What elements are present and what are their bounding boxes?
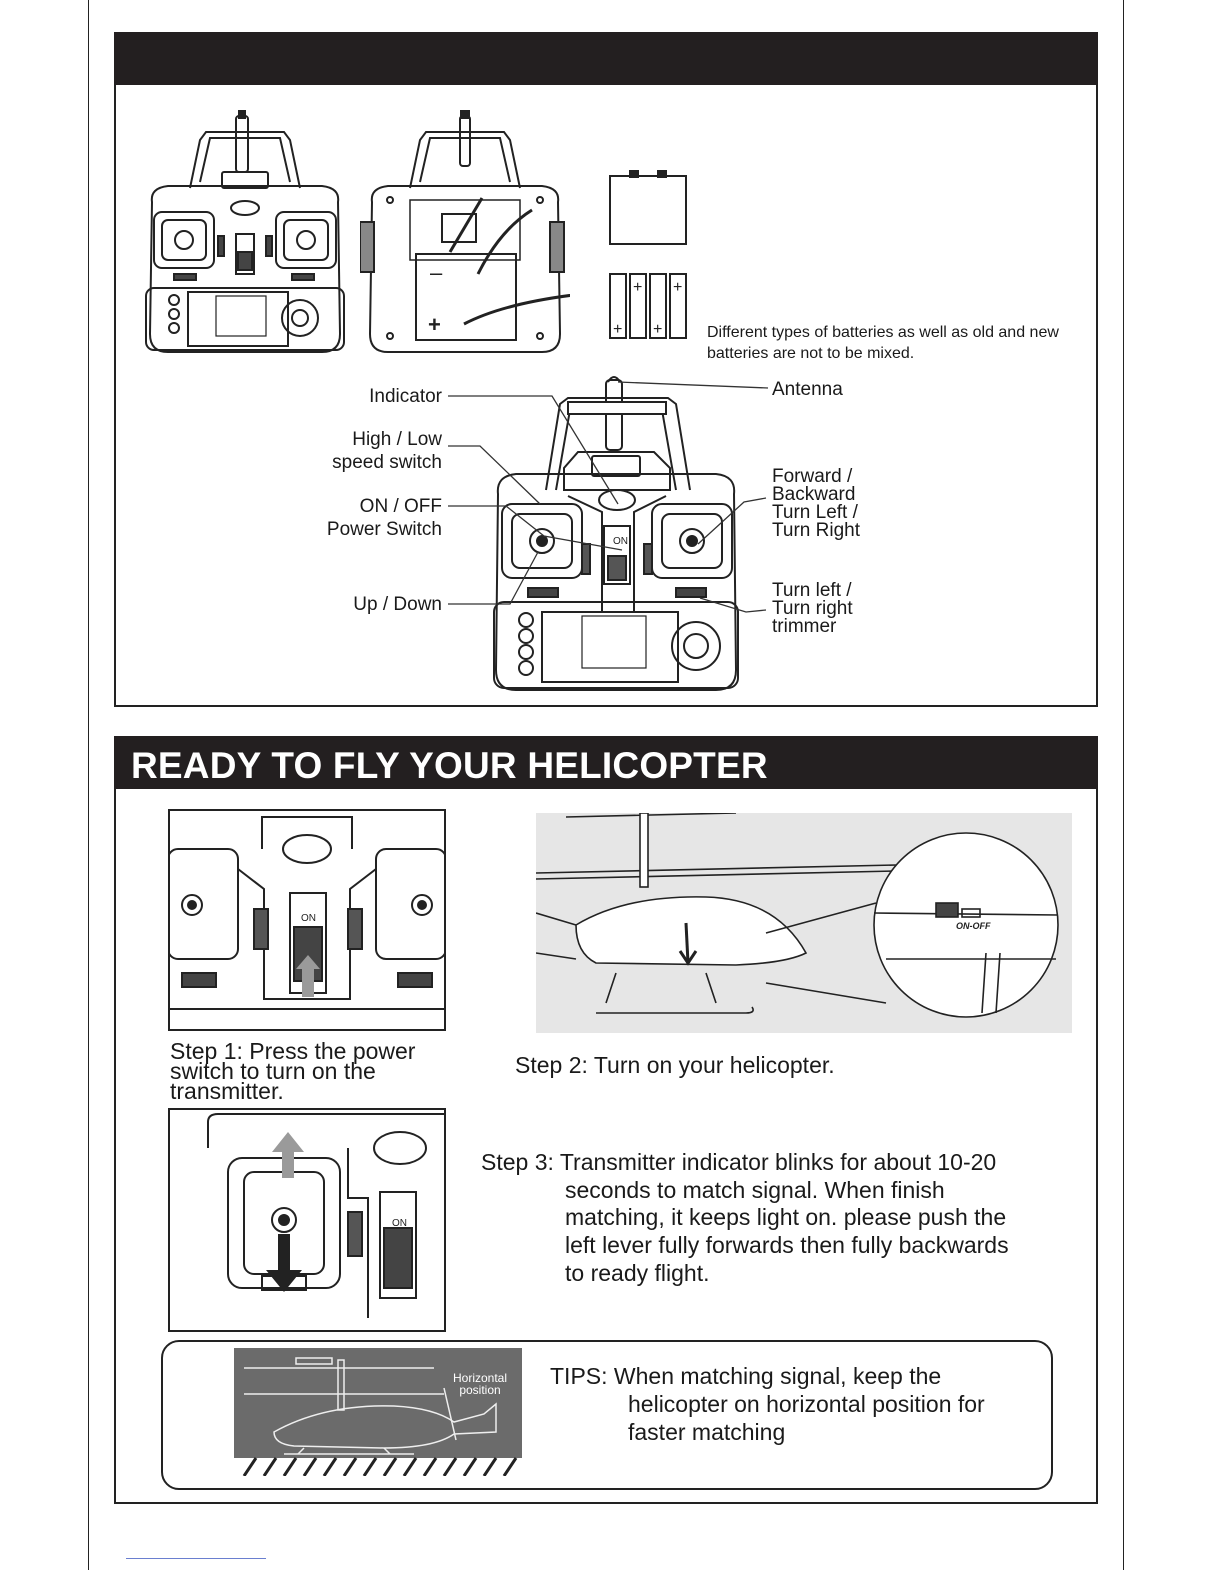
svg-text:–: – <box>430 260 443 285</box>
step3-text-line2: seconds to match signal. When finish <box>565 1177 945 1203</box>
transmitter-labeled-illustration: ON <box>493 376 739 691</box>
label-forward-4: Turn Right <box>772 520 860 541</box>
switch-on-label: ON <box>301 913 316 924</box>
tips-image-label-1: Horizontal <box>453 1371 507 1385</box>
label-forward-1: Forward / <box>772 466 853 487</box>
tips-text-line3: faster matching <box>628 1419 786 1445</box>
heli-onoff-label: ON-OFF <box>956 921 991 931</box>
battery-9v-illustration <box>609 170 687 245</box>
controls-section-header <box>114 32 1098 85</box>
step3-text-line4: left lever fully forwards then fully bac… <box>565 1232 1009 1258</box>
label-power-1: ON / OFF <box>359 496 442 517</box>
aa-batteries-illustration: + + + + <box>609 273 687 339</box>
step3-text-line5: to ready flight. <box>565 1260 710 1286</box>
step3-left-lever-illustration: ON <box>168 1108 446 1332</box>
svg-text:+: + <box>653 321 662 338</box>
tips-box <box>161 1340 1053 1490</box>
step2-helicopter-illustration: ON-OFF <box>536 813 1072 1033</box>
label-forward-2: Backward <box>772 484 856 505</box>
battery-warning-line1: Different types of batteries as well as … <box>707 324 1059 341</box>
svg-text:ON: ON <box>613 536 628 547</box>
label-high-low-1: High / Low <box>352 429 442 450</box>
tips-text-line2: helicopter on horizontal position for <box>628 1391 985 1417</box>
step1-text-line1: Step 1: Press the power <box>170 1038 416 1064</box>
tips-horizontal-helicopter-illustration: Horizontal position <box>234 1348 522 1476</box>
svg-text:+: + <box>428 312 441 337</box>
svg-text:+: + <box>633 279 642 296</box>
ready-section-header <box>114 736 1098 789</box>
label-up-down: Up / Down <box>353 594 442 615</box>
label-power-2: Power Switch <box>326 519 442 540</box>
tips-text-line1: TIPS: When matching signal, keep the <box>550 1363 942 1389</box>
page-border <box>88 0 1124 1570</box>
svg-text:+: + <box>673 279 682 296</box>
transmitter-back-illustration: – + <box>360 110 570 353</box>
label-indicator: Indicator <box>369 386 442 407</box>
label-trim-3: trimmer <box>772 616 837 637</box>
step3-text-line1: Step 3: Transmitter indicator blinks for… <box>481 1149 997 1175</box>
label-forward-3: Turn Left / <box>772 502 858 523</box>
label-high-low-2: speed switch <box>332 452 442 473</box>
step1-text-line2: switch to turn on the <box>170 1058 376 1084</box>
label-trim-2: Turn right <box>772 598 853 619</box>
step3-text-line3: matching, it keeps light on. please push… <box>565 1204 1007 1230</box>
svg-text:+: + <box>613 321 622 338</box>
battery-warning-line2: batteries are not to be mixed. <box>707 345 915 362</box>
label-trim-1: Turn left / <box>772 580 852 601</box>
switch-on-label-2: ON <box>392 1218 407 1229</box>
leader-lines <box>448 381 769 613</box>
step1-text-line3: transmitter. <box>170 1078 284 1104</box>
label-antenna: Antenna <box>772 379 843 400</box>
footer-link-underline <box>126 1558 266 1559</box>
step2-text: Step 2: Turn on your helicopter. <box>515 1052 835 1078</box>
ready-section-title: READY TO FLY YOUR HELICOPTER <box>131 745 768 786</box>
tips-image-label-2: position <box>459 1383 500 1397</box>
transmitter-front-illustration <box>145 110 345 353</box>
step1-power-switch-illustration: ON <box>168 809 446 1031</box>
